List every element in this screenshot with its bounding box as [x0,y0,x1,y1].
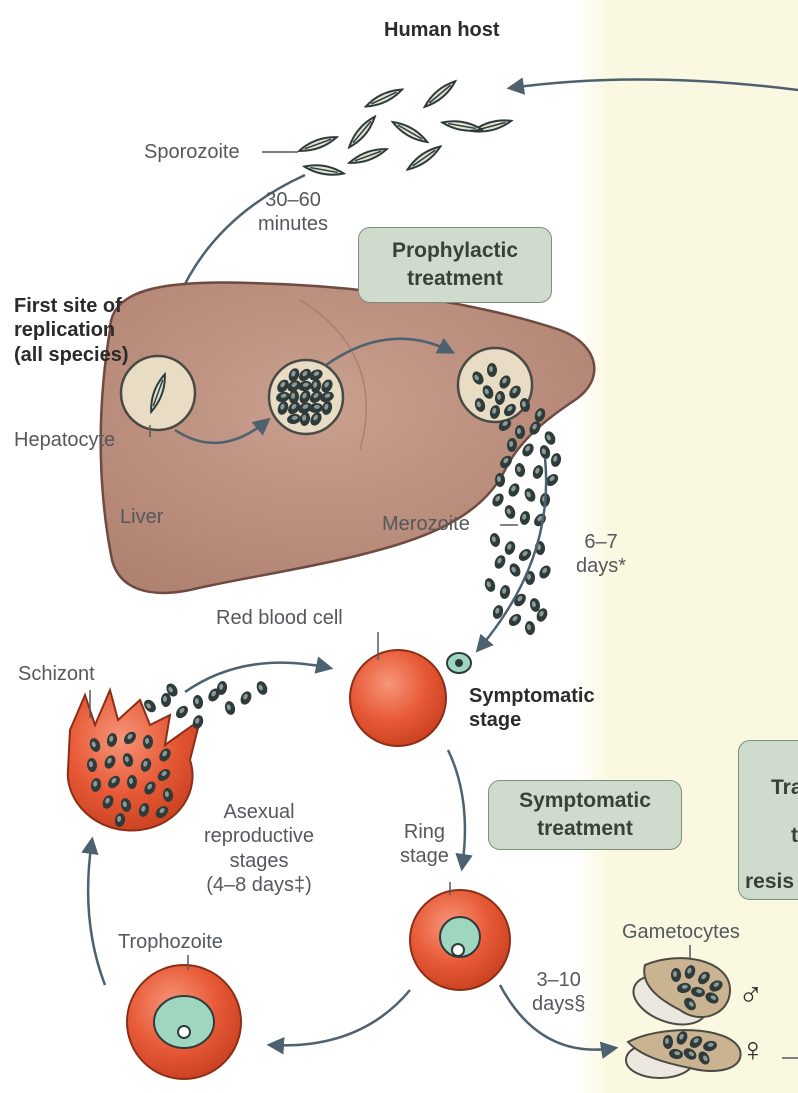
prophylactic-line-1: Prophylactic [392,237,518,265]
red-blood-cell-label: Red blood cell [216,606,343,630]
asexual-stages-label: Asexual reproductive stages (4–8 days‡) [204,800,314,898]
gametocyte-granule [671,968,681,982]
merozoite-time-label: 6–7 days* [576,530,626,579]
ring-stage-label: Ring stage [400,820,449,869]
symptomatic-stage-label: Symptomatic stage [469,684,595,733]
prophylactic-line-2: treatment [392,265,518,293]
liver-label: Liver [120,505,163,529]
host-title: Human host [384,18,500,42]
cutoff-line-1: Tra [771,774,798,802]
liver-time-label: 30–60 minutes [258,188,328,237]
gametocyte-granule [663,1035,673,1049]
gametocytes-label: Gametocytes [622,920,740,944]
hepatocyte-label: Hepatocyte [14,428,115,452]
merozoite-label: Merozoite [382,512,470,536]
trophozoite-label: Trophozoite [118,930,223,954]
male-symbol: ♂ [738,975,764,1016]
cutoff-line-3: resis [745,868,794,896]
female-symbol: ♀ [740,1030,766,1071]
cutoff-line-2: t [791,822,798,850]
symptomatic-line-1: Symptomatic [519,787,651,815]
sporozoite-label: Sporozoite [144,140,240,164]
symptomatic-line-2: treatment [519,815,651,843]
first-site-label: First site of replication (all species) [14,294,129,367]
schizont-label: Schizont [18,662,95,686]
transmission-blocking-box: Tra t resis [738,740,798,900]
red-blood-cell [350,650,446,746]
gametocyte-time-label: 3–10 days§ [532,968,585,1017]
